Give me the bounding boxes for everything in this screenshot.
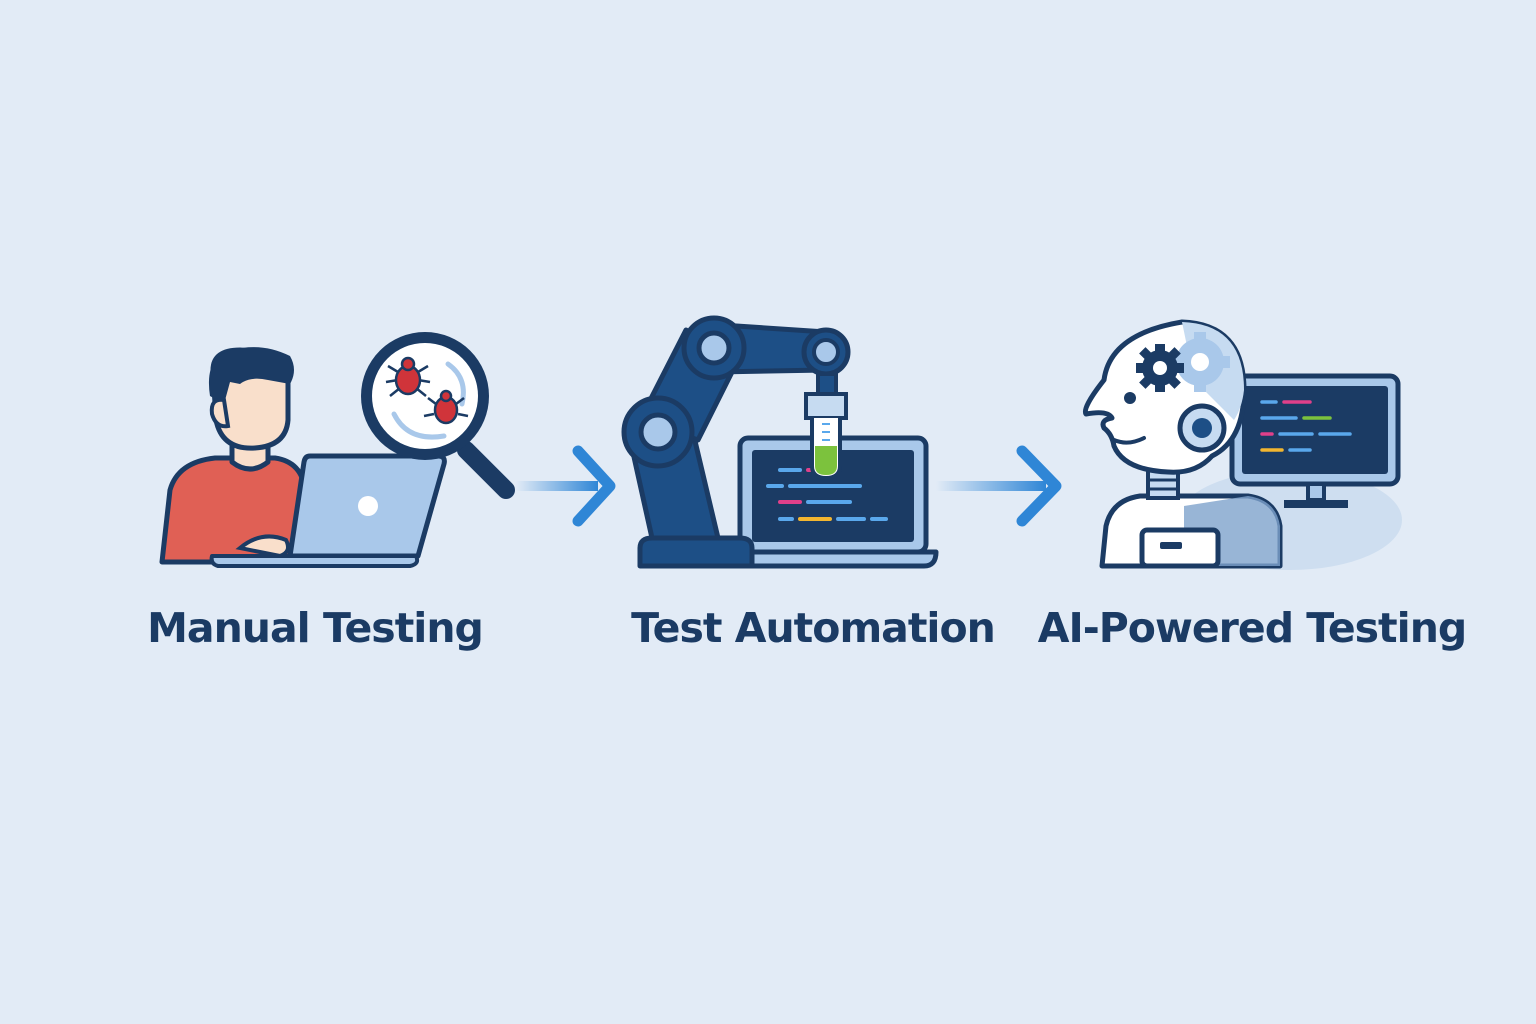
gear-icon — [1136, 332, 1230, 392]
stage-label-test-automation: Test Automation — [631, 604, 996, 652]
ai-robot-head-icon — [1082, 319, 1283, 569]
stage-label-manual-testing: Manual Testing — [147, 604, 484, 652]
laptop-icon — [209, 453, 447, 568]
monitor-icon — [1229, 373, 1401, 508]
robot-arm-icon — [621, 315, 851, 569]
ai-powered-testing-illustration — [1082, 319, 1402, 570]
stage-label-ai-powered-testing: AI-Powered Testing — [1037, 604, 1467, 652]
arrow-right-icon — [516, 445, 616, 527]
test-automation-illustration — [621, 315, 939, 569]
person-icon — [159, 347, 308, 565]
bug-icon — [385, 356, 469, 425]
test-tube-icon — [810, 418, 842, 481]
arrow-right-icon — [936, 445, 1062, 527]
manual-testing-illustration — [159, 332, 515, 568]
